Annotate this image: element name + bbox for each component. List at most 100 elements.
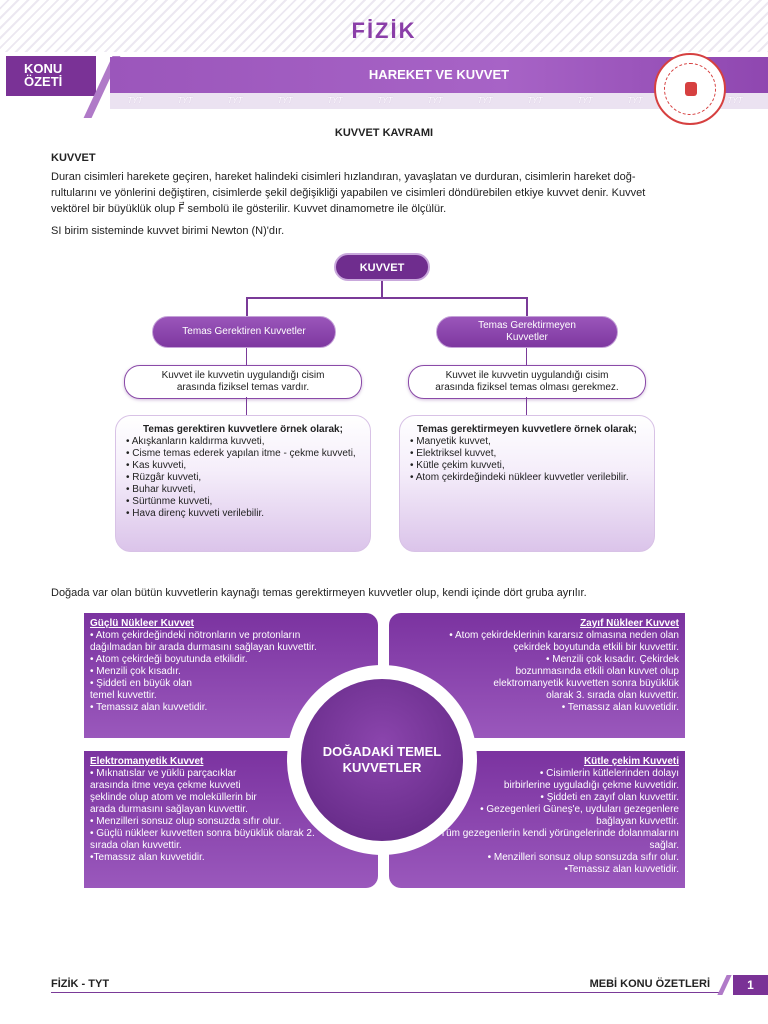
seal-ring: [664, 63, 716, 115]
force-line: çekirdek boyutunda etkili bir kuvvettir.: [513, 642, 679, 653]
example-item: • Akışkanların kaldırma kuvveti,: [126, 436, 265, 447]
footer-left: FİZİK - TYT: [51, 978, 110, 990]
example-item: • Atom çekirdeğindeki nükleer kuvvetler …: [410, 472, 629, 483]
definition-line-2: rultularını ve yönlerini değiştiren, cis…: [51, 187, 646, 199]
example-item: • Kütle çekim kuvveti,: [410, 460, 505, 471]
desc-contact-line2: arasında fiziksel temas vardır.: [176, 382, 310, 393]
si-unit-paragraph: SI birim sisteminde kuvvet birimi Newton…: [51, 225, 285, 237]
tab-label-line1: KONU: [24, 61, 63, 76]
force-line: olarak 3. sırada olan kuvvettir.: [546, 690, 679, 701]
seal-emblem: [685, 82, 697, 96]
example-item: • Manyetik kuvvet,: [410, 436, 491, 447]
footer-rule: [51, 992, 719, 993]
strong-nuclear-title: Güçlü Nükleer Kuvvet: [90, 618, 194, 629]
force-line: • Şiddeti en zayıf olan kuvvettir.: [540, 792, 679, 803]
gravity-title: Kütle çekim Kuvveti: [583, 756, 679, 767]
force-line: temel kuvvettir.: [90, 690, 157, 701]
force-line: • Temassız alan kuvvetidir.: [90, 702, 208, 713]
subhead-kuvvet: KUVVET: [51, 152, 96, 164]
connector-right-desc: [526, 348, 527, 366]
force-line: •Temassız alan kuvvetidir.: [90, 852, 205, 863]
category-noncontact-line1: Temas Gerektirmeyen: [478, 320, 576, 331]
connector-horizontal: [246, 297, 528, 299]
desc-contact: Kuvvet ile kuvvetin uygulandığı cisim ar…: [124, 365, 362, 399]
tab-label-line2: ÖZETİ: [24, 74, 63, 89]
examples-contact: Temas gerektiren kuvvetlere örnek olarak…: [115, 415, 371, 552]
force-line: • Atom çekirdeğindeki nötronların ve pro…: [90, 630, 301, 641]
force-line: arasında itme veya çekme kuvveti: [90, 780, 241, 791]
konu-ozeti-tab: KONU ÖZETİ: [6, 56, 96, 96]
connector-root: [381, 281, 383, 298]
example-item: • Buhar kuvveti,: [126, 484, 196, 495]
tyt-mark: TYT: [377, 96, 393, 105]
force-line: • Tüm gezegenlerin kendi yörüngelerinde …: [433, 828, 679, 839]
connector-right: [526, 297, 528, 317]
force-line: • Menzili çok kısadır. Çekirdek: [546, 654, 679, 665]
category-noncontact: Temas Gerektirmeyen Kuvvetler: [436, 316, 618, 348]
desc-noncontact-line1: Kuvvet ile kuvvetin uygulandığı cisim: [445, 370, 609, 381]
weak-nuclear-title: Zayıf Nükleer Kuvvet: [580, 618, 679, 629]
force-line: • Menzili çok kısadır.: [90, 666, 181, 677]
footer-stripe: [717, 975, 732, 995]
tyt-mark: TYT: [627, 96, 643, 105]
example-item: • Kas kuvveti,: [126, 460, 187, 471]
force-line: şeklinde olup atom ve moleküllerin bir: [90, 792, 257, 803]
category-contact: Temas Gerektiren Kuvvetler: [152, 316, 336, 348]
example-item: • Sürtünme kuvveti,: [126, 496, 213, 507]
desc-contact-line1: Kuvvet ile kuvvetin uygulandığı cisim: [161, 370, 325, 381]
examples-contact-title: Temas gerektiren kuvvetlere örnek olarak…: [143, 424, 343, 435]
electromagnetic-title: Elektromanyetik Kuvvet: [90, 756, 204, 767]
force-line: •Temassız alan kuvvetidir.: [564, 864, 679, 875]
definition-line-1: Duran cisimleri harekete geçiren, hareke…: [51, 171, 636, 183]
force-line: • Menzilleri sonsuz olup sonsuzda sıfır …: [90, 816, 282, 827]
force-line: • Atom çekirdeklerinin kararsız olmasına…: [449, 630, 679, 641]
connector-left: [246, 297, 248, 317]
page-number: 1: [733, 975, 768, 995]
tyt-strip: TYTTYTTYTTYTTYTTYTTYTTYTTYTTYTTYTTYTTYT: [110, 93, 768, 109]
force-line: dağılmadan bir arada durmasını sağlayan …: [90, 642, 317, 653]
footer-right: MEBİ KONU ÖZETLERİ: [589, 978, 710, 990]
force-line: • Gezegenleri Güneş'e, uyduları gezegenl…: [480, 804, 679, 815]
force-line: • Mıknatıslar ve yüklü parçacıklar: [90, 768, 237, 779]
header-hatch-background: [0, 0, 768, 52]
tyt-mark: TYT: [277, 96, 293, 105]
connector-left-desc: [246, 348, 247, 366]
force-line: • Güçlü nükleer kuvvetten sonra büyüklük…: [90, 828, 315, 839]
section-title: KUVVET KAVRAMI: [334, 127, 434, 139]
connector-right-ex: [526, 397, 527, 416]
weak-nuclear-lines: • Atom çekirdeklerinin kararsız olmasına…: [395, 630, 679, 714]
force-line: • Menzilleri sonsuz olup sonsuzda sıfır …: [487, 852, 679, 863]
force-line: • Atom çekirdeği boyutunda etkilidir.: [90, 654, 248, 665]
definition-paragraph: Duran cisimleri harekete geçiren, hareke…: [51, 169, 719, 217]
tyt-mark: TYT: [477, 96, 493, 105]
category-noncontact-line2: Kuvvetler: [506, 332, 548, 343]
example-item: • Rüzgâr kuvveti,: [126, 472, 202, 483]
force-line: bağlayan kuvvettir.: [596, 816, 679, 827]
examples-noncontact-title: Temas gerektirmeyen kuvvetlere örnek ola…: [417, 424, 637, 435]
strong-nuclear-lines: • Atom çekirdeğindeki nötronların ve pro…: [90, 630, 372, 714]
tree-root-kuvvet: KUVVET: [334, 253, 430, 281]
connector-left-ex: [246, 397, 247, 416]
center-title-line2: KUVVETLER: [342, 760, 422, 775]
force-line: arada durmasını sağlayan kuvvettir.: [90, 804, 248, 815]
center-circle: DOĞADAKİ TEMEL KUVVETLER: [301, 679, 463, 841]
forces-intro: Doğada var olan bütün kuvvetlerin kaynağ…: [51, 587, 587, 599]
example-item: • Elektriksel kuvvet,: [410, 448, 497, 459]
force-line: • Şiddeti en büyük olan: [90, 678, 192, 689]
force-line: • Temassız alan kuvvetidir.: [561, 702, 679, 713]
tyt-mark: TYT: [577, 96, 593, 105]
center-title-line1: DOĞADAKİ TEMEL: [322, 744, 442, 759]
tyt-mark: TYT: [127, 96, 143, 105]
desc-noncontact: Kuvvet ile kuvvetin uygulandığı cisim ar…: [408, 365, 646, 399]
force-line: bozunmasında etkili olan kuvvet olup: [515, 666, 679, 677]
example-item: • Hava direnç kuvveti verilebilir.: [126, 508, 264, 519]
tyt-mark: TYT: [177, 96, 193, 105]
force-line: elektromanyetik kuvvetten sonra büyüklük: [493, 678, 679, 689]
electromagnetic-lines: • Mıknatıslar ve yüklü parçacıklar arası…: [90, 768, 372, 864]
tyt-mark: TYT: [427, 96, 443, 105]
force-line: birbirlerine uyguladığı çekme kuvvetidir…: [503, 780, 679, 791]
examples-noncontact: Temas gerektirmeyen kuvvetlere örnek ola…: [399, 415, 655, 552]
tyt-mark: TYT: [227, 96, 243, 105]
force-line: sırada olan kuvvettir.: [90, 840, 182, 851]
